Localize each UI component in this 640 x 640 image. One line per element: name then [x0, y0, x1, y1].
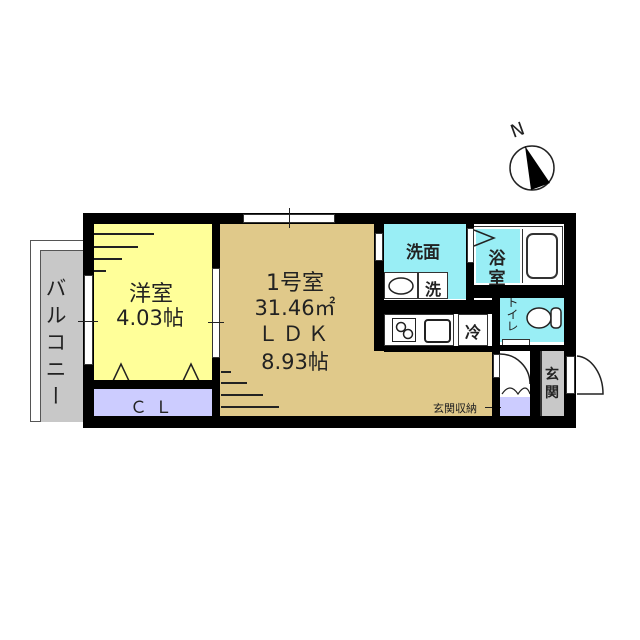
closet-label: ＣＬ — [130, 398, 180, 418]
storage-door[interactable] — [493, 354, 500, 378]
unit-name: 1号室 — [266, 271, 324, 296]
compass-north-label: N — [507, 118, 528, 143]
entrance-storage[interactable] — [500, 397, 530, 416]
bathroom-door-icon — [473, 229, 497, 247]
entrance — [540, 351, 564, 417]
ldk-label: ＬＤＫ — [257, 322, 333, 346]
ldk-size: 8.93帖 — [261, 350, 329, 374]
storage-door-swing-icon — [499, 353, 531, 396]
entrance-label-bottom: 関 — [545, 385, 559, 401]
entrance-front-door[interactable] — [566, 356, 575, 394]
western-room-size: 4.03帖 — [116, 306, 184, 330]
washer-label: 洗 — [424, 280, 441, 299]
bathtub — [526, 233, 558, 279]
washbasin-icon — [388, 277, 414, 295]
fridge-label: 冷 — [464, 323, 481, 342]
washroom-label: 洗面 — [406, 243, 440, 263]
entrance-label-top: 玄 — [545, 367, 559, 383]
western-room — [93, 223, 213, 393]
bathroom — [473, 226, 563, 286]
entrance-door-swing-icon[interactable] — [575, 354, 625, 404]
closet-door-swing-icon — [112, 362, 200, 382]
sink — [424, 319, 451, 343]
toilet-icon — [526, 307, 562, 329]
unit-area: 31.46㎡ — [254, 296, 336, 320]
fridge-space — [458, 314, 488, 346]
entrance-storage-label: 玄関収納 — [433, 402, 477, 415]
washer-space — [418, 272, 448, 299]
western-room-window[interactable] — [84, 275, 93, 365]
toilet-label: トイレ — [505, 296, 519, 332]
compass: N — [505, 118, 565, 195]
bathroom-label-top: 浴 — [488, 249, 506, 269]
bath-door[interactable] — [467, 228, 474, 263]
closet[interactable] — [93, 389, 212, 417]
washroom-door[interactable] — [375, 233, 383, 261]
balcony: バルコニー — [30, 240, 86, 422]
balcony-label: バルコニー — [43, 277, 67, 412]
bathroom-label-bottom: 室 — [488, 269, 506, 289]
western-room-label: 洋室 — [128, 282, 173, 307]
western-room-door[interactable] — [212, 268, 220, 358]
compass-icon — [509, 145, 555, 191]
stove-burner-icon — [395, 321, 414, 340]
stove — [392, 318, 416, 342]
washbasin — [384, 272, 418, 299]
